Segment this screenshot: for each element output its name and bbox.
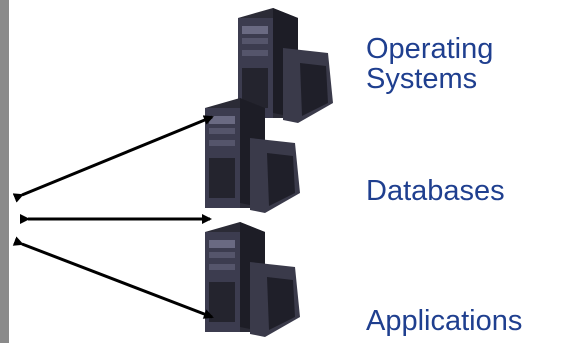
server-icon — [205, 222, 300, 337]
label-operating-systems: Operating Systems — [366, 34, 493, 94]
label-operating-line1: Operating — [366, 33, 494, 65]
left-edge-bar — [0, 0, 9, 343]
label-databases: Databases — [366, 175, 505, 207]
arrow-to-operating-systems — [12, 115, 214, 203]
arrow-to-applications — [12, 236, 214, 319]
label-applications: Applications — [366, 305, 523, 337]
label-operating-line2: Systems — [366, 63, 478, 95]
